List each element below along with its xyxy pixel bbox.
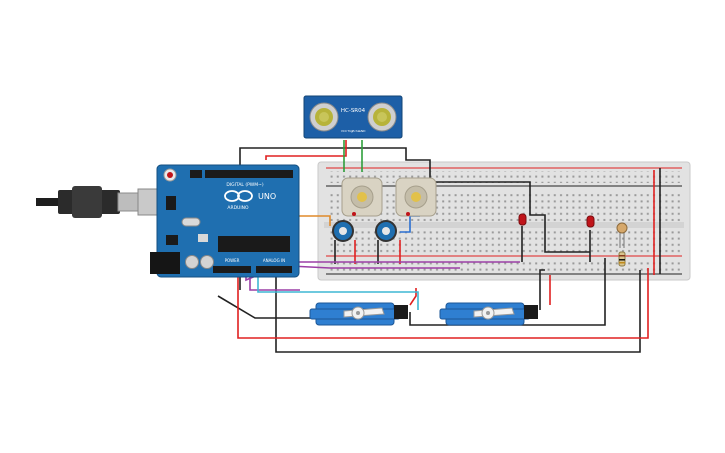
wire-red-top — [265, 140, 347, 160]
power-jack — [150, 252, 180, 274]
wire-red-servo1 — [409, 288, 417, 306]
microcontroller-chip — [218, 236, 290, 252]
power-label: POWER — [225, 258, 240, 263]
wire-black-servo-left — [217, 295, 312, 319]
ultrasonic-transducer-left — [309, 102, 339, 132]
power-header — [213, 266, 251, 273]
digital-header — [205, 170, 293, 178]
capacitor-2 — [200, 255, 214, 269]
potentiometer-1 — [332, 220, 354, 242]
dc-motor-2 — [395, 177, 437, 217]
digital-label: DIGITAL (PWM~) — [226, 182, 264, 188]
arduino-uno: DIGITAL (PWM~) UNO ARDUINO POWER ANALOG … — [36, 164, 300, 278]
sensor-pin-gnd: GND — [359, 129, 367, 133]
usb-cable — [36, 198, 58, 206]
arduino-logo-icon — [224, 190, 253, 202]
sensor-pin-vcc: VCC — [341, 129, 347, 133]
dc-motor-1 — [341, 177, 383, 217]
uno-label: UNO — [258, 192, 276, 201]
sensor-pin-echo: Echo — [352, 129, 359, 133]
red-led-2 — [586, 215, 595, 228]
arduino-label: ARDUINO — [227, 205, 249, 211]
crystal — [181, 217, 201, 227]
ultrasonic-sensor: HC-SR04 VCC Trig Echo GND — [303, 95, 403, 139]
capacitor-1 — [185, 255, 199, 269]
ultrasonic-transducer-right — [367, 102, 397, 132]
potentiometer-2 — [375, 220, 397, 242]
wire-black-servo-right — [539, 269, 545, 310]
analog-header — [256, 266, 292, 273]
red-led-1 — [518, 213, 527, 226]
servo-motor-1 — [309, 302, 408, 326]
sensor-label: HC-SR04 — [341, 108, 366, 114]
servo-motor-2 — [439, 302, 538, 326]
resistor — [618, 251, 626, 267]
photoresistor — [616, 222, 628, 248]
sensor-pin-trig: Trig — [346, 129, 352, 133]
analog-label: ANALOG IN — [263, 258, 285, 263]
